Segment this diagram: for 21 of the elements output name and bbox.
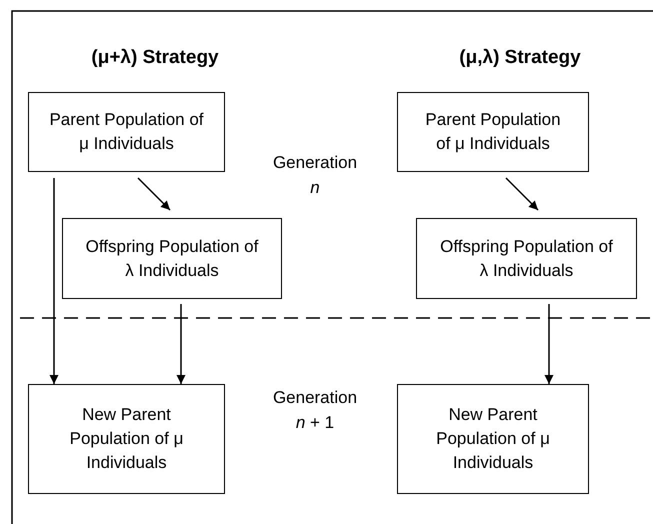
generation-label: Generation n + 1	[272, 387, 358, 434]
strategy-title: (μ,λ) Strategy	[458, 46, 582, 70]
box-text: Parent Population of μ Individuals	[48, 109, 205, 155]
arrow	[176, 304, 186, 384]
generation-label: Generation n	[272, 152, 358, 199]
strategy-title: (μ+λ) Strategy	[90, 46, 220, 70]
arrow	[505, 177, 539, 211]
population-box	[397, 384, 589, 494]
arrow	[137, 177, 171, 211]
population-box	[62, 218, 282, 299]
population-box	[28, 384, 225, 494]
arrow	[544, 304, 554, 384]
box-text: New Parent Population of μ Individuals	[68, 404, 184, 474]
box-text: Parent Population of μ Individuals	[424, 109, 562, 155]
box-text: Offspring Population of λ Individuals	[84, 236, 260, 282]
box-text: New Parent Population of μ Individuals	[435, 404, 551, 474]
box-text: Offspring Population of λ Individuals	[439, 236, 614, 282]
population-box	[28, 92, 225, 172]
arrow	[50, 178, 58, 384]
population-box	[397, 92, 589, 172]
population-box	[416, 218, 637, 299]
